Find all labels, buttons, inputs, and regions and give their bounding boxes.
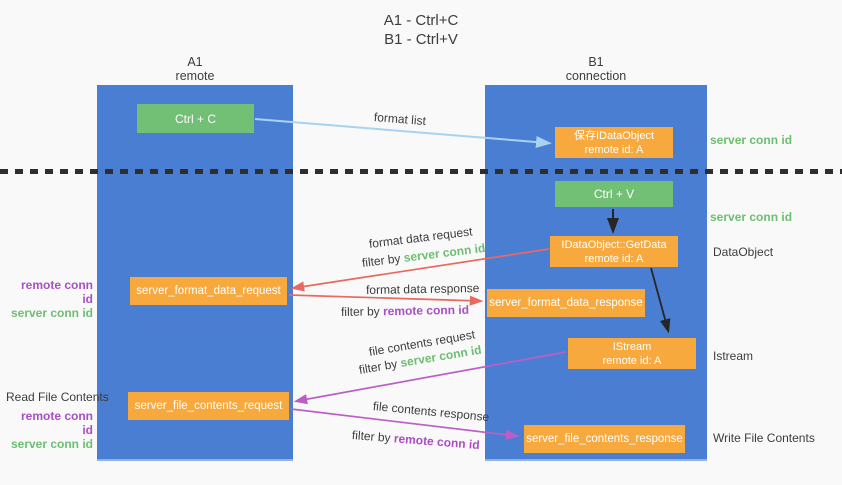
server-conn-id-left-bottom: server conn id [10, 437, 93, 451]
remote-conn-id-filter-1: remote conn id [382, 302, 470, 319]
ctrl-c-node: Ctrl + C [137, 104, 254, 133]
column-a1-name: A1 [187, 55, 203, 69]
server-format-data-response-node: server_format_data_response [487, 289, 645, 317]
server-conn-id-right-mid: server conn id [710, 210, 793, 224]
ctrl-c-label: Ctrl + C [174, 111, 216, 126]
server-file-contents-response-label: server_file_contents_response [526, 433, 683, 445]
server-format-data-response-label: server_format_data_response [489, 297, 643, 309]
dataobject-side-label: DataObject [713, 245, 774, 259]
read-file-contents-label: Read File Contents [6, 390, 109, 404]
conn-id-block-bottom-left: remote conn id server conn id [8, 409, 93, 451]
server-format-data-request-label: server_format_data_request [136, 285, 281, 297]
write-file-contents-label: Write File Contents [713, 431, 815, 445]
server-file-contents-request-label: server_file_contents_request [134, 400, 283, 412]
server-file-contents-request-node: server_file_contents_request [128, 392, 289, 420]
title-line-2: B1 - Ctrl+V [384, 31, 458, 48]
istream-line1: IStream [612, 340, 652, 353]
conn-id-block-mid-left: remote conn id server conn id [8, 278, 93, 320]
diagram-title: A1 - Ctrl+C B1 - Ctrl+V [0, 11, 842, 49]
save-idataobject-line2: remote id: A [584, 143, 644, 156]
getdata-line2: remote id: A [584, 252, 644, 265]
format-data-response-label: format data response [365, 281, 480, 297]
column-b1-role: connection [565, 68, 627, 83]
format-data-request-arrow [290, 248, 550, 292]
save-idataobject-node: 保存IDataObject remote id: A [555, 127, 673, 158]
column-header-a1: A1 remote [135, 55, 255, 83]
server-file-contents-response-node: server_file_contents_response [524, 425, 685, 453]
format-list-arrow [254, 118, 552, 149]
server-format-data-request-node: server_format_data_request [130, 277, 287, 305]
column-a1-role: remote [175, 68, 215, 83]
idataobject-getdata-node: IDataObject::GetData remote id: A [550, 236, 678, 267]
filter-by-remote-conn-id-label-1: filter by remote conn id [341, 303, 469, 319]
save-idataobject-line1: 保存IDataObject [573, 129, 655, 142]
server-conn-id-left-mid: server conn id [10, 306, 93, 320]
remote-conn-id-left-mid: remote conn id [20, 278, 93, 306]
column-header-b1: B1 connection [536, 55, 656, 83]
file-contents-request-arrow [293, 351, 567, 405]
filter-by-text-2: filter by [340, 304, 384, 319]
getdata-to-istream-arrow [650, 267, 671, 334]
remote-conn-id-left-bottom: remote conn id [20, 409, 93, 437]
ctrl-v-label: Ctrl + V [593, 187, 635, 201]
session-divider-dashed-line [0, 169, 842, 174]
ctrl-v-node: Ctrl + V [555, 181, 673, 207]
server-conn-id-right-top: server conn id [710, 133, 793, 147]
getdata-line1: IDataObject::GetData [561, 238, 667, 251]
istream-side-label: Istream [713, 349, 754, 363]
column-b1-name: B1 [588, 55, 604, 69]
title-line-1: A1 - Ctrl+C [383, 12, 459, 29]
istream-line2: remote id: A [602, 354, 662, 367]
file-contents-response-arrow [290, 408, 520, 440]
format-data-response-arrow [288, 294, 484, 306]
istream-node: IStream remote id: A [568, 338, 696, 369]
